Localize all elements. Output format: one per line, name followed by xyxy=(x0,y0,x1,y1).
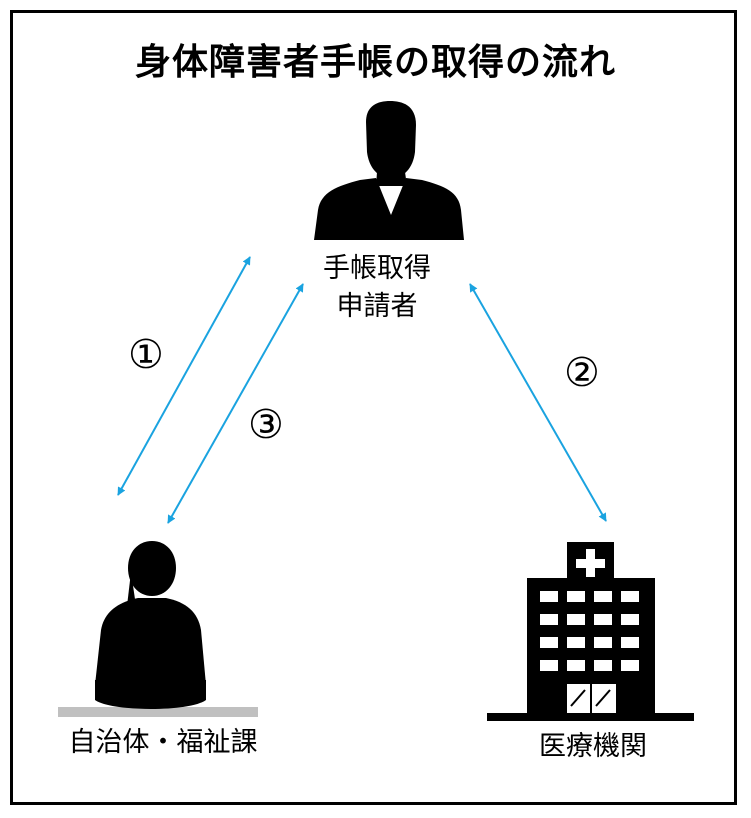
hospital-label: 医療機関 xyxy=(539,731,647,762)
hospital-windows xyxy=(540,591,639,671)
step3-number: ③ xyxy=(248,402,284,448)
applicant-label: 手帳取得 申請者 xyxy=(287,250,467,326)
staff-at-desk-icon xyxy=(58,541,258,717)
arrow-step2 xyxy=(469,283,607,522)
arrow-step3 xyxy=(167,283,304,524)
diagram-title: 身体障害者手帳の取得の流れ xyxy=(134,42,616,83)
applicant-label-line2: 申請者 xyxy=(336,291,418,322)
hospital-door xyxy=(567,684,616,713)
municipality-label: 自治体・福祉課 xyxy=(68,727,258,758)
person-silhouette-icon xyxy=(314,101,464,240)
step2-number: ② xyxy=(564,350,600,396)
hospital-building-icon xyxy=(487,542,694,721)
step1-number: ① xyxy=(128,332,164,378)
applicant-label-line1: 手帳取得 xyxy=(323,253,431,284)
